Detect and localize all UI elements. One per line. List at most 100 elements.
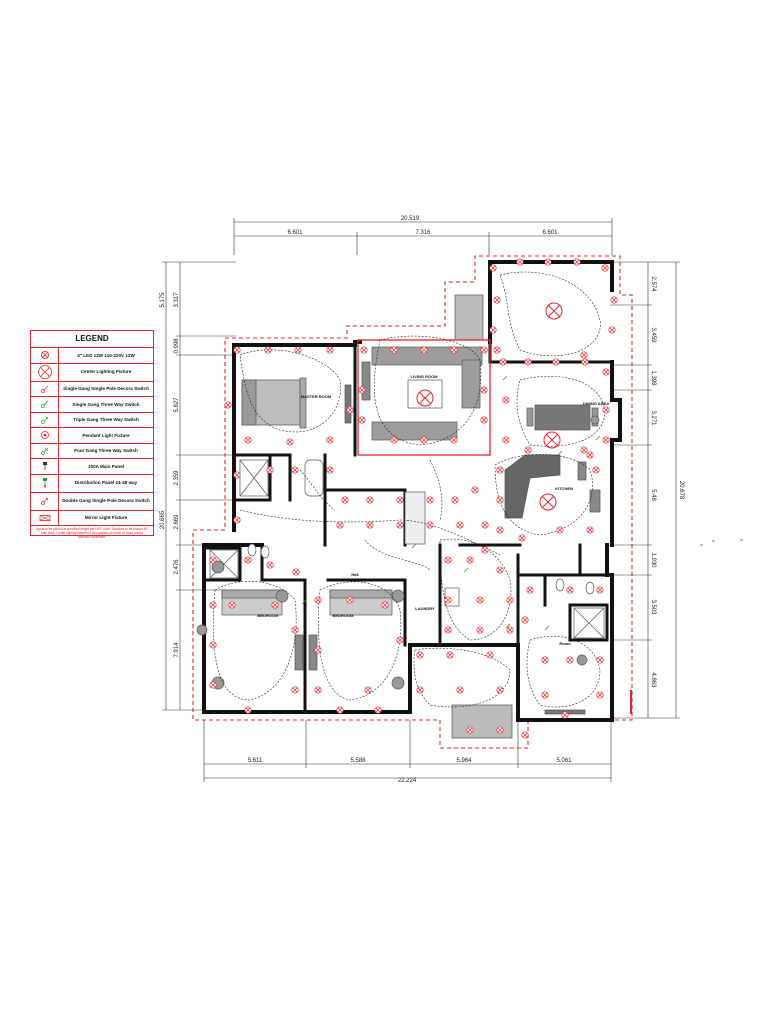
- led-downlight-icon: [481, 521, 489, 529]
- legend-label: 4" LED 12W 110-220V 12W: [77, 352, 135, 358]
- dim-right-1: 2.574: [650, 276, 656, 292]
- led-downlight-icon: [506, 626, 514, 634]
- single-pole-switch-icon: [31, 381, 59, 396]
- legend-row: Distribution Panel 24-48 way: [31, 474, 153, 493]
- led-downlight-icon: [396, 496, 404, 504]
- led-downlight-icon: [396, 521, 404, 529]
- led-downlight-icon: [228, 601, 236, 609]
- led-downlight-icon: [493, 346, 501, 354]
- dim-right-2: 3.459: [650, 327, 656, 343]
- led-downlight-icon: [480, 386, 488, 394]
- led-downlight-icon: [416, 686, 424, 694]
- led-downlight-icon: [521, 731, 529, 739]
- room-label-room: Room: [559, 641, 571, 646]
- led-downlight-icon: [561, 711, 569, 719]
- led-downlight-icon: [336, 706, 344, 714]
- led-downlight-icon: [364, 686, 372, 694]
- dim-left-total: 20.665: [160, 510, 166, 529]
- led-downlight-icon: [366, 496, 374, 504]
- legend-row: Single Gang Three Way Switch: [31, 397, 153, 413]
- legend-panel: LEGEND 4" LED 12W 110-220V 12W Center Li…: [30, 330, 154, 539]
- led-downlight-icon: [566, 656, 574, 664]
- led-downlight-icon: [496, 686, 504, 694]
- dim-right-8: 4.863: [650, 672, 656, 688]
- led-downlight-icon: [496, 566, 504, 574]
- boundary-dashed: [192, 255, 633, 749]
- room-label-bedroom-2: BEDROOM: [333, 613, 355, 618]
- led-downlight-icon: [31, 348, 59, 363]
- dim-top-mid: 7.316: [415, 230, 431, 236]
- legend-row: Pendant Light Fixture: [31, 428, 153, 444]
- led-downlight-icon: [456, 686, 464, 694]
- led-downlight-icon: [444, 596, 452, 604]
- dim-right-6: 1.930: [650, 552, 656, 568]
- led-downlight-icon: [266, 561, 274, 569]
- dim-left-5: 2.359: [174, 470, 180, 486]
- room-label-bedroom-1: BEDROOM: [258, 613, 280, 618]
- led-downlight-icon: [444, 556, 452, 564]
- led-downlight-icon: [596, 586, 604, 594]
- led-downlight-icon: [544, 258, 552, 266]
- led-downlight-icon: [426, 496, 434, 504]
- led-downlight-icon: [502, 436, 510, 444]
- room-label-kitchen: KITCHEN: [555, 486, 573, 491]
- led-downlight-icon: [499, 358, 507, 366]
- led-downlight-icon: [518, 534, 526, 542]
- led-downlights: [209, 258, 618, 739]
- legend-row: Double Gang Single Pole Decora Switch: [31, 492, 153, 511]
- led-downlight-icon: [489, 264, 497, 272]
- led-downlight-icon: [244, 706, 252, 714]
- led-downlight-icon: [456, 521, 464, 529]
- three-way-switch-icon: [31, 397, 59, 412]
- led-downlight-icon: [336, 521, 344, 529]
- legend-note: Lights to be placed at specified height …: [35, 527, 149, 539]
- legend-row: Triple Gang Three Way Switch: [31, 412, 153, 428]
- mirror-light-icon: [31, 510, 59, 525]
- led-downlight-icon: [390, 346, 398, 354]
- legend-label: Center Lighting Fixture: [80, 369, 132, 375]
- legend-label: 100A Main Panel: [87, 463, 125, 469]
- led-downlight-icon: [552, 358, 560, 366]
- led-downlight-icon: [608, 326, 616, 334]
- led-downlight-icon: [291, 626, 299, 634]
- room-label-master: MASTER ROOM: [301, 394, 332, 399]
- legend-label: Mirror Light Fixture: [84, 515, 128, 521]
- center-fixtures: [416, 302, 563, 511]
- led-downlight-icon: [480, 346, 488, 354]
- led-downlight-icon: [326, 346, 334, 354]
- legend-label: Distribution Panel 24-48 way: [74, 480, 138, 486]
- dim-left-7: 2.476: [174, 559, 180, 575]
- led-downlight-icon: [358, 386, 366, 394]
- led-downlight-icon: [396, 636, 404, 644]
- led-downlight-icon: [556, 526, 564, 534]
- led-downlight-icon: [586, 451, 594, 459]
- legend-row: Mirror Light Fixture: [31, 510, 153, 526]
- led-downlight-icon: [493, 296, 501, 304]
- led-downlight-icon: [541, 691, 549, 699]
- dim-top-left: 6.601: [287, 230, 303, 236]
- main-panel-icon: [31, 459, 59, 474]
- led-downlight-icon: [541, 656, 549, 664]
- triple-gang-switch-icon: [31, 412, 59, 427]
- legend-row: Single Gang Single Pole Decora Switch: [31, 381, 153, 397]
- led-downlight-icon: [476, 626, 484, 634]
- led-downlight-icon: [420, 346, 428, 354]
- led-downlight-icon: [209, 681, 217, 689]
- led-downlight-icon: [294, 346, 302, 354]
- legend-label: Pendant Light Fixture: [82, 432, 130, 438]
- center-fixture-icon: [31, 363, 59, 381]
- led-downlight-icon: [209, 556, 217, 564]
- dim-right-total: 20.678: [678, 481, 684, 500]
- room-label-laundry: LAUNDRY: [415, 606, 435, 611]
- double-gang-switch-icon: [31, 492, 59, 510]
- led-downlight-icon: [233, 471, 241, 479]
- led-downlight-icon: [506, 596, 514, 604]
- led-downlight-icon: [244, 556, 252, 564]
- dim-bottom-1: 5.611: [248, 758, 263, 764]
- led-downlight-icon: [444, 626, 452, 634]
- dim-left-8: 7.914: [174, 642, 180, 658]
- led-downlight-icon: [486, 651, 494, 659]
- wiring-paths: [213, 271, 606, 708]
- led-downlight-icon: [244, 436, 252, 444]
